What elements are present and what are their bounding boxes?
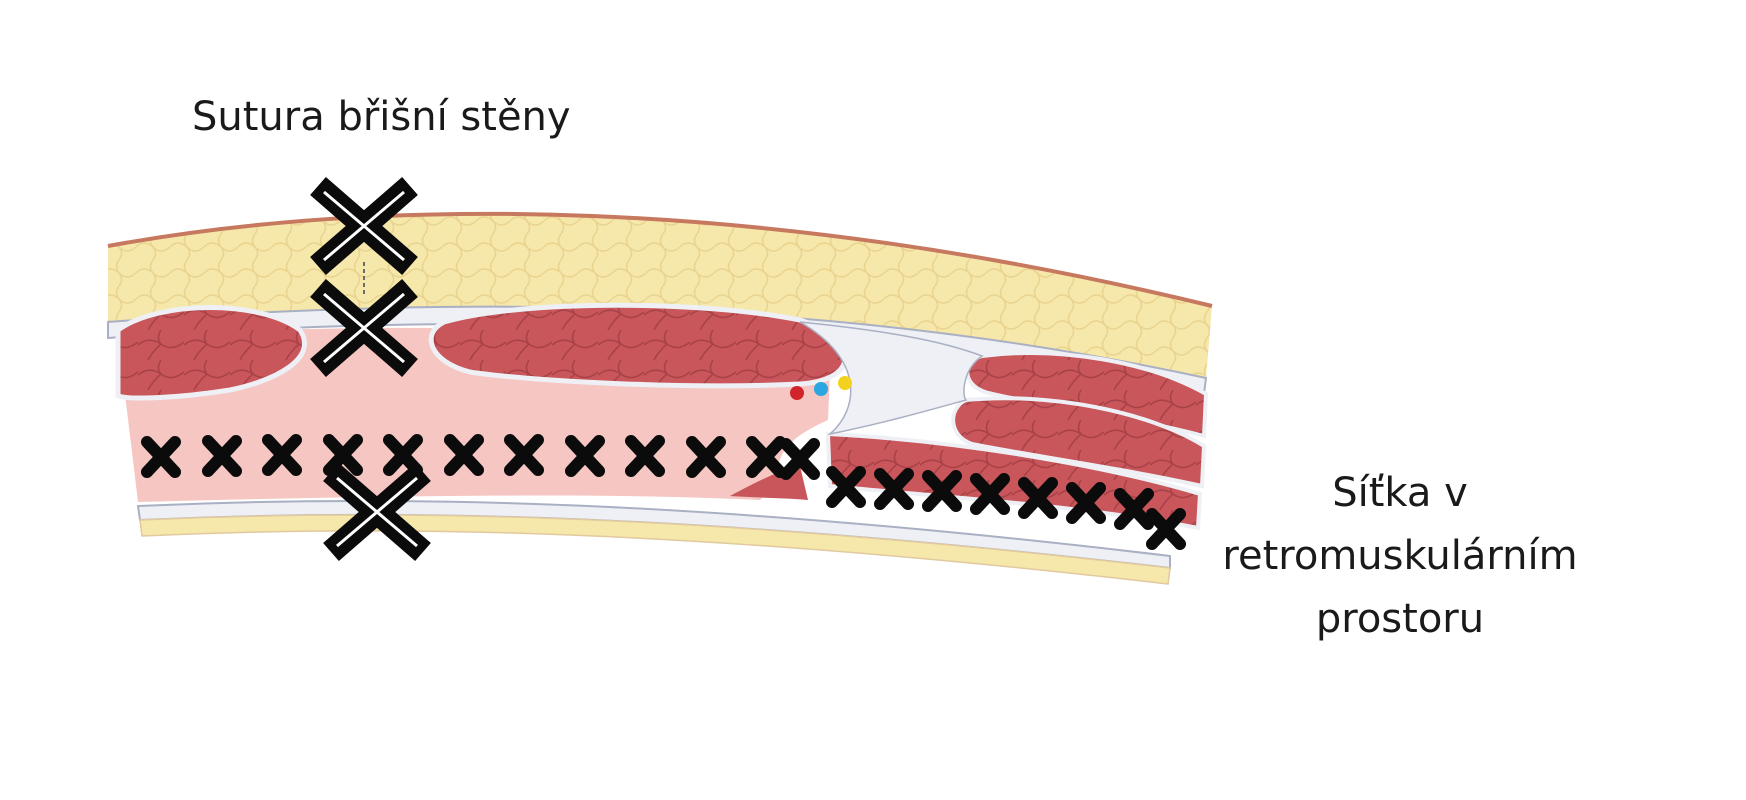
mesh-stitch-icon [504,434,544,476]
mesh-row-lower [826,466,1186,550]
mesh-row-upper [141,434,820,480]
aponeurosis [799,321,984,436]
muscle-lateral-2 [951,396,1207,489]
mesh-stitch-icon [1114,488,1154,530]
mesh-label-line-1: Síťka v [1332,470,1468,516]
skin-line [107,211,1213,308]
suture-cross-icon [310,176,418,276]
suture-cross-icon [310,278,418,378]
mesh-stitch-icon [1146,508,1186,550]
mesh-stitch-icon [141,436,181,478]
mesh-stitch-icon [1018,477,1058,519]
mesh-label: Síťka v retromuskulárním prostoru [1190,462,1610,651]
mesh-stitch-icon [262,434,302,476]
mesh-stitch-icon [383,434,423,476]
mesh-stitch-icon [826,466,866,508]
mesh-stitch-icon [444,434,484,476]
vessel-red-icon [790,386,804,400]
mesh-stitch-icon [970,473,1010,515]
mesh-stitch-icon [746,436,786,478]
muscle-left [115,305,308,401]
mesh-stitch-icon [922,470,962,512]
mesh-stitch-icon [625,435,665,477]
mesh-stitch-icon [780,438,820,480]
suture-label: Sutura břišní stěny [192,94,571,140]
mesh-stitch-icon [874,468,914,510]
mesh-label-line-2: retromuskulárním [1222,533,1578,579]
muscle-center [428,302,848,389]
mesh-stitch-icon [202,435,242,477]
mesh-stitch-icon [686,436,726,478]
suture-cross-icon [323,462,431,562]
mesh-stitch-icon [565,435,605,477]
mesh-stitch-icon [1066,482,1106,524]
mesh-label-line-3: prostoru [1315,596,1485,642]
muscle-lateral-3 [825,431,1203,531]
mesh-stitch-icon [323,434,363,476]
vessel-yellow-icon [838,376,852,390]
vessel-blue-icon [814,382,828,396]
